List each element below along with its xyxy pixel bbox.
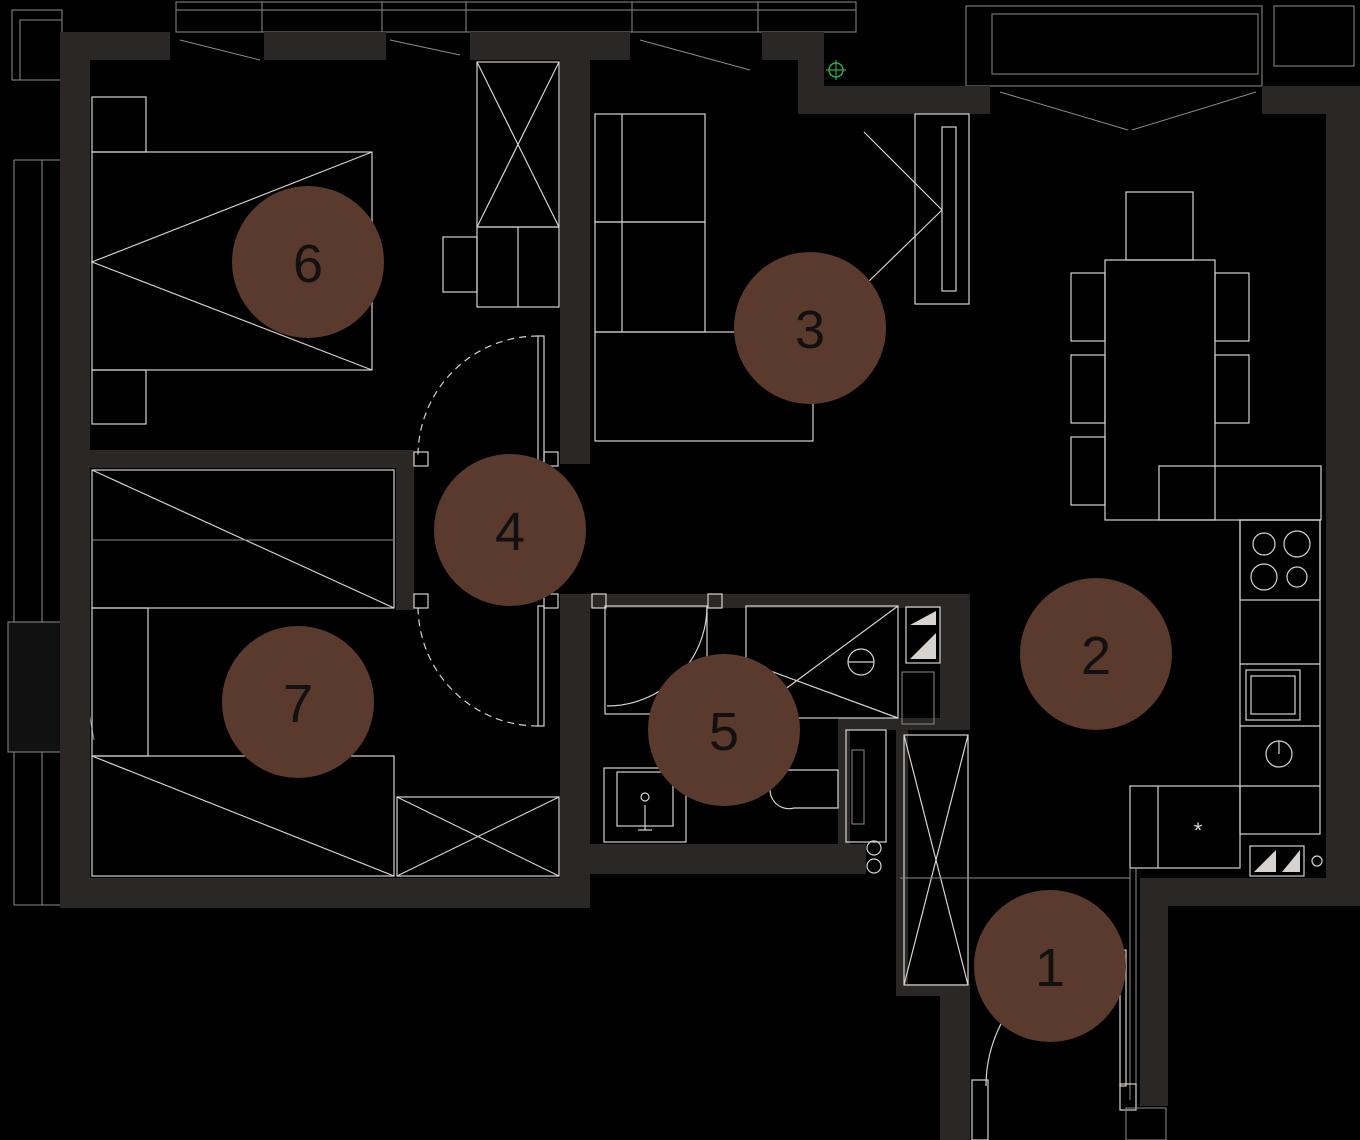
entrance-hall	[900, 734, 1167, 1140]
room-number: 3	[795, 300, 825, 360]
room-number: 7	[283, 674, 313, 734]
room-number: 2	[1081, 626, 1111, 686]
room-markers: 1 2 3 4 5 6 7	[222, 186, 1172, 1042]
room-marker-7[interactable]: 7	[222, 626, 374, 778]
kitchen: *	[1129, 519, 1323, 877]
sensor-icon	[826, 60, 846, 80]
room-number: 5	[709, 702, 739, 762]
room-number: 4	[495, 502, 525, 562]
room-marker-1[interactable]: 1	[974, 890, 1126, 1042]
walls	[60, 32, 1360, 1140]
room-number: 1	[1035, 938, 1065, 998]
room-marker-5[interactable]: 5	[648, 654, 800, 806]
room-marker-2[interactable]: 2	[1020, 578, 1172, 730]
fridge-mark: *	[1194, 818, 1203, 843]
room-marker-6[interactable]: 6	[232, 186, 384, 338]
room-number: 6	[293, 234, 323, 294]
dining-furniture	[1070, 191, 1322, 521]
room-marker-4[interactable]: 4	[434, 454, 586, 606]
bedroom-7-furniture	[91, 469, 560, 877]
room-marker-3[interactable]: 3	[734, 252, 886, 404]
hall-doorjambs	[413, 451, 723, 609]
living-room-furniture	[594, 113, 970, 442]
